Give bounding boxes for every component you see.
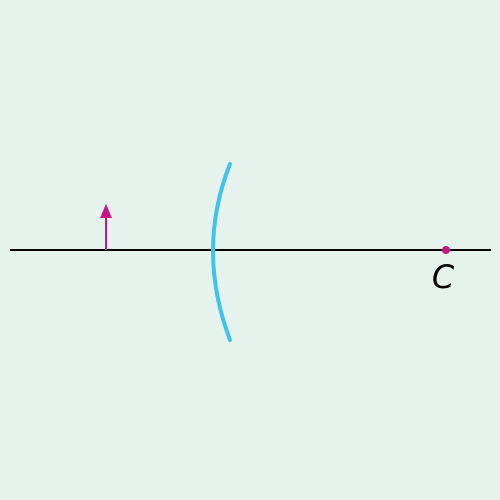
center-of-curvature-label: C [432, 258, 455, 296]
mirror-arc [211, 162, 232, 342]
object-arrow [100, 204, 112, 250]
object-arrow-head [100, 204, 112, 218]
center-of-curvature-point [442, 246, 450, 254]
